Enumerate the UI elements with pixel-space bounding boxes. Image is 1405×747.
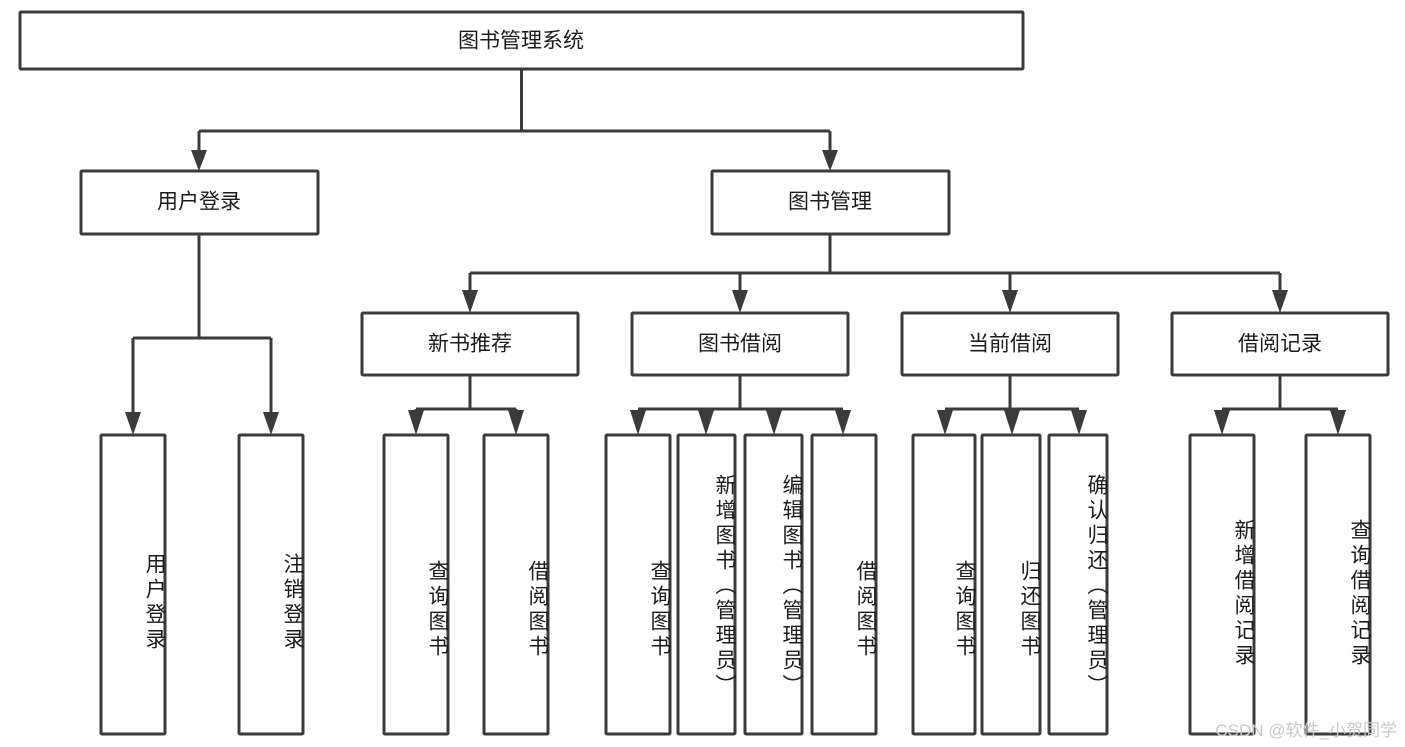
arrow-borrow-leaf-2: [698, 410, 714, 435]
leaf-new-book-1[interactable]: [382, 433, 450, 736]
leaf-book-borrow-1[interactable]: [604, 433, 672, 736]
leaf-borrow-record-1[interactable]: [1188, 433, 1256, 736]
node-book-borrow[interactable]: 图书借阅: [630, 311, 850, 377]
node-borrow-record[interactable]: 借阅记录: [1170, 311, 1390, 377]
leaf-user-login-2[interactable]: [237, 433, 305, 736]
node-user-login[interactable]: 用户登录: [79, 169, 320, 236]
arrow-bookmanage-child-2: [732, 290, 748, 313]
arrow-userlogin-leaf-2: [263, 412, 279, 435]
edges-layer: [125, 69, 1346, 435]
arrow-bookmanage-child-4: [1272, 290, 1288, 313]
arrow-bookmanage-child-3: [1002, 290, 1018, 313]
leaf-new-book-2[interactable]: [482, 433, 550, 736]
arrow-bookmanage-child-1: [462, 290, 478, 313]
leaf-book-borrow-2[interactable]: [676, 433, 737, 736]
arrow-borrow-leaf-3: [766, 410, 782, 435]
leaf-book-borrow-3[interactable]: [743, 433, 804, 736]
node-root[interactable]: 图书管理系统: [18, 10, 1025, 71]
leaf-user-login-1[interactable]: [99, 433, 167, 736]
leaf-borrow-record-2[interactable]: [1304, 433, 1372, 736]
arrow-record-leaf-1: [1214, 410, 1230, 435]
arrow-current-leaf-2: [1004, 410, 1020, 435]
arrow-userlogin-leaf-1: [125, 412, 141, 435]
arrow-newbook-leaf-1: [408, 410, 424, 435]
node-new-book-recommend-label: 新书推荐: [428, 333, 512, 356]
leaf-current-borrow-2[interactable]: [980, 433, 1042, 736]
arrow-record-leaf-2: [1330, 410, 1346, 435]
node-current-borrow[interactable]: 当前借阅: [900, 311, 1120, 377]
node-user-login-label: 用户登录: [157, 191, 241, 214]
arrow-current-leaf-1: [937, 410, 953, 435]
leaf-current-borrow-1[interactable]: [911, 433, 977, 736]
node-root-label: 图书管理系统: [458, 30, 584, 53]
arrow-borrow-leaf-1: [630, 410, 646, 435]
arrow-root-to-book-manage: [822, 150, 838, 171]
arrow-root-to-user-login: [191, 150, 207, 171]
arrow-borrow-leaf-4: [835, 410, 851, 435]
node-new-book-recommend[interactable]: 新书推荐: [360, 311, 580, 377]
arrow-newbook-leaf-2: [508, 410, 524, 435]
csdn-watermark: CSDN @软件_小贺同学: [1215, 721, 1397, 740]
leaf-book-borrow-4[interactable]: [810, 433, 878, 736]
leaf-current-borrow-3[interactable]: [1047, 433, 1109, 736]
node-book-borrow-label: 图书借阅: [698, 333, 782, 356]
node-current-borrow-label: 当前借阅: [968, 333, 1052, 356]
node-borrow-record-label: 借阅记录: [1238, 333, 1322, 356]
nodes-layer: 图书管理系统 用户登录 图书管理 新书推荐 图书借阅 当前: [18, 10, 1390, 736]
node-book-manage[interactable]: 图书管理: [710, 169, 951, 236]
node-book-manage-label: 图书管理: [788, 191, 872, 214]
arrow-current-leaf-3: [1071, 410, 1087, 435]
